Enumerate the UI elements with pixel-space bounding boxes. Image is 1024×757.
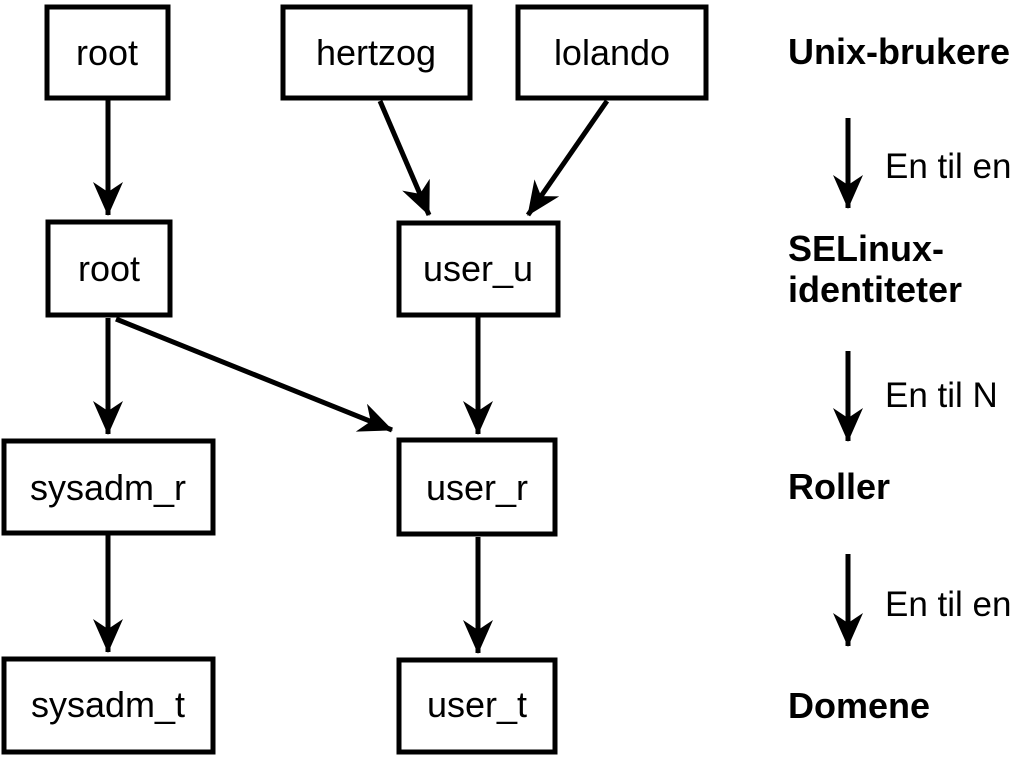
node-unix-lolando-box	[515, 4, 709, 101]
legend-level-selinux-identities-line1: SELinux-	[788, 228, 944, 269]
legend-arrow-1-label: En til en	[885, 147, 1011, 186]
edge-selinuxroot-to-userr	[115, 316, 393, 433]
edge-hertzog-to-useru	[377, 100, 432, 216]
node-domain-user-t-label: user_t	[427, 684, 527, 725]
node-domain-sysadm-t-label: sysadm_t	[31, 684, 185, 725]
node-selinux-user-u: user_u	[396, 220, 561, 318]
node-domain-user-t-box	[396, 657, 558, 755]
node-role-user-r-box	[396, 437, 558, 537]
legend-level-selinux-identities-line2: identiteter	[788, 269, 962, 310]
node-role-sysadm-r: sysadm_r	[1, 438, 216, 536]
node-domain-sysadm-t-box	[1, 656, 216, 755]
node-role-sysadm-r-label: sysadm_r	[30, 467, 186, 508]
node-unix-hertzog-box	[280, 4, 473, 101]
node-role-sysadm-r-box	[1, 438, 216, 536]
node-unix-lolando-label: lolando	[554, 32, 670, 73]
edge-lolando-to-useru	[525, 99, 610, 217]
node-unix-hertzog: hertzog	[280, 4, 473, 101]
node-selinux-root-box	[45, 219, 173, 318]
node-domain-user-t: user_t	[396, 657, 558, 755]
node-selinux-root-label: root	[78, 248, 140, 289]
diagram-nodes: root hertzog lolando root user_u sysadm_…	[1, 4, 709, 755]
node-selinux-user-u-label: user_u	[423, 248, 533, 289]
diagram-edges	[93, 99, 610, 654]
node-role-user-r-label: user_r	[426, 467, 528, 508]
node-unix-root-box	[44, 4, 171, 101]
legend-level-roles: Roller	[788, 466, 890, 507]
node-selinux-user-u-box	[396, 220, 561, 318]
legend-arrow-3-label: En til en	[885, 585, 1011, 624]
legend-arrow-2-label: En til N	[885, 376, 998, 415]
node-unix-root: root	[44, 4, 171, 101]
node-selinux-root: root	[45, 219, 173, 318]
node-domain-sysadm-t: sysadm_t	[1, 656, 216, 755]
legend-level-domains: Domene	[788, 685, 930, 726]
node-unix-root-label: root	[76, 32, 138, 73]
node-role-user-r: user_r	[396, 437, 558, 537]
node-unix-lolando: lolando	[515, 4, 709, 101]
node-unix-hertzog-label: hertzog	[316, 32, 436, 73]
legend: Unix-brukere En til en SELinux- identite…	[788, 31, 1011, 726]
legend-level-unix-users: Unix-brukere	[788, 31, 1010, 72]
